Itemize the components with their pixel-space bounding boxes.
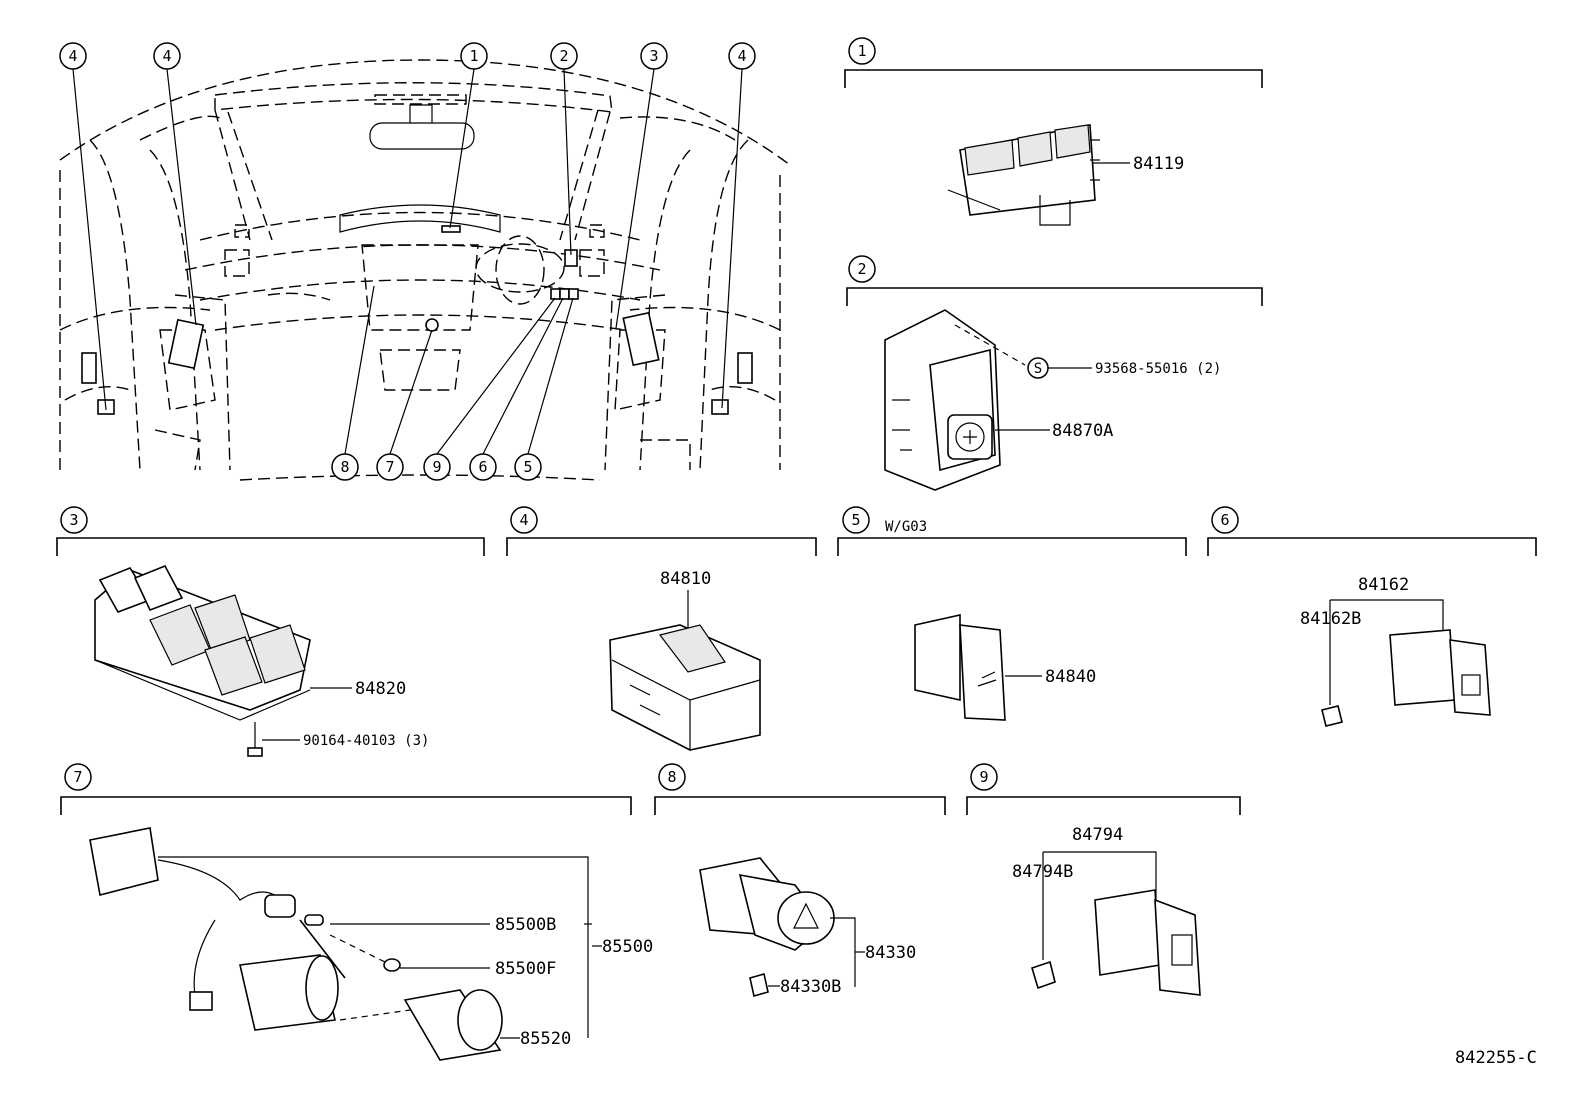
- part-number: 84820: [355, 679, 406, 699]
- interior-overview: [59, 59, 791, 481]
- overview-callout: 9: [432, 458, 441, 476]
- section-number: 6: [1220, 511, 1229, 529]
- switch-84870a-drawing: [884, 309, 1001, 491]
- section-number: 3: [69, 511, 78, 529]
- screw-symbol: S: [1034, 361, 1042, 377]
- switch-84810-drawing: [609, 624, 761, 751]
- part-number: 84810: [660, 569, 711, 589]
- part-number: 84870A: [1052, 421, 1113, 441]
- overview-callouts: 4 4 1 2 3 4 8 7 9 6 5: [59, 42, 756, 481]
- overview-callout: 4: [737, 47, 746, 65]
- part-number: 84794: [1072, 825, 1123, 845]
- section-7: 7 85500B 85500 85500F 85520: [60, 763, 653, 1061]
- section-number: 7: [73, 768, 82, 786]
- overview-callout: 5: [523, 458, 532, 476]
- overview-callout: 2: [559, 47, 568, 65]
- overview-callout: 1: [469, 47, 478, 65]
- part-number: 84162B: [1300, 609, 1361, 629]
- part-number: 84794B: [1012, 862, 1073, 882]
- part-number: 84840: [1045, 667, 1096, 687]
- part-number: 84162: [1358, 575, 1409, 595]
- overview-callout: 4: [68, 47, 77, 65]
- overview-callout: 6: [478, 458, 487, 476]
- switch-84119-drawing: [947, 124, 1100, 226]
- switch-84794-drawing: [1031, 889, 1201, 996]
- section-note: W/G03: [885, 519, 927, 535]
- part-number: 93568-55016 (2): [1095, 361, 1221, 377]
- overview-callout: 3: [649, 47, 658, 65]
- section-2: 2 S 93568-55016 (2) 84870A: [846, 255, 1263, 491]
- section-9: 9 84794 84794B: [966, 763, 1241, 996]
- section-number: 9: [979, 768, 988, 786]
- switch-84840-drawing: [914, 614, 1006, 721]
- overview-callout: 4: [162, 47, 171, 65]
- diagram-id: 842255-C: [1455, 1048, 1537, 1068]
- section-1: 1 84119: [844, 37, 1263, 226]
- overview-callout: 7: [385, 458, 394, 476]
- part-number: 85500B: [495, 915, 556, 935]
- section-number: 8: [667, 768, 676, 786]
- part-number: 84119: [1133, 154, 1184, 174]
- section-6: 6 84162 84162B: [1207, 506, 1537, 727]
- section-4: 4 84810: [506, 506, 817, 751]
- section-3: 3 84820 90164-40103 (3): [56, 506, 485, 757]
- hazard-switch-84330-drawing: [699, 857, 835, 998]
- lighter-85500-drawing: [89, 827, 503, 1061]
- part-number: 85520: [520, 1029, 571, 1049]
- part-number: 84330: [865, 943, 916, 963]
- section-number: 4: [519, 511, 528, 529]
- switch-84820-drawing: [94, 564, 311, 721]
- section-8: 8 84330 84330B: [654, 763, 946, 998]
- part-number: 84330B: [780, 977, 841, 997]
- switch-84162-drawing: [1321, 629, 1491, 727]
- part-number: 90164-40103 (3): [303, 733, 429, 749]
- part-number: 85500F: [495, 959, 556, 979]
- part-number: 85500: [602, 937, 653, 957]
- section-number: 5: [851, 511, 860, 529]
- section-number: 1: [857, 42, 866, 60]
- overview-callout: 8: [340, 458, 349, 476]
- section-number: 2: [857, 260, 866, 278]
- section-5: 5 W/G03 84840: [837, 506, 1187, 721]
